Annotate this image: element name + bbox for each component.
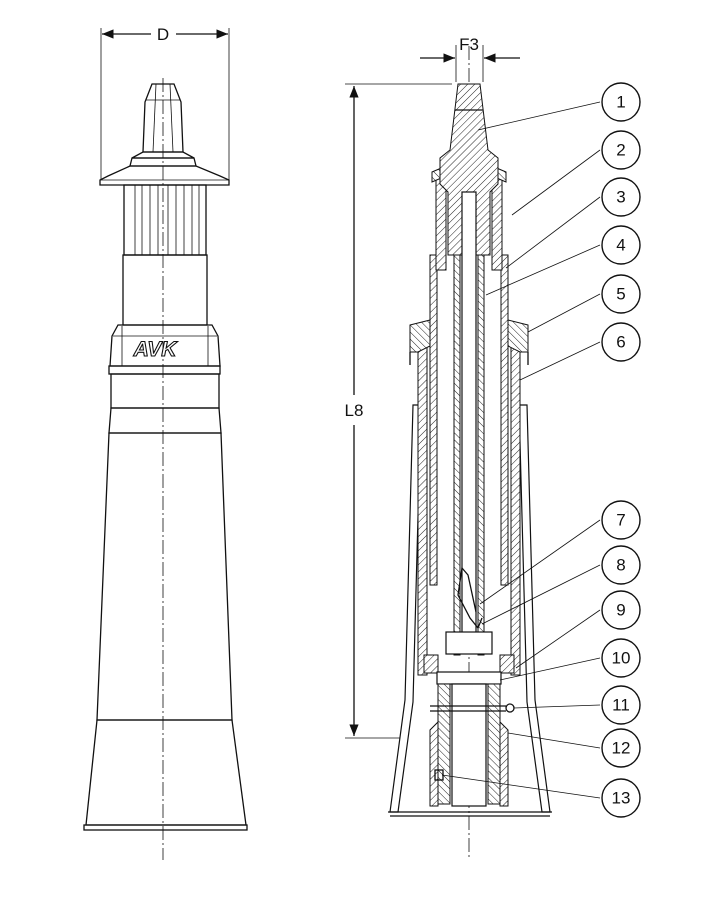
callout-7-label: 7: [616, 511, 625, 530]
callout-10: 10: [601, 638, 641, 678]
exterior-view: D AVK: [83, 25, 248, 860]
l8-dimension-label: L8: [345, 401, 364, 420]
callouts: 1 2 3 4 5 6 7 8 9 10 11 12 13: [601, 82, 641, 818]
callout-5-label: 5: [616, 285, 625, 304]
callout-12-label: 12: [612, 739, 631, 758]
callout-7: 7: [601, 500, 641, 540]
callout-8-label: 8: [616, 556, 625, 575]
leader-lines: [441, 101, 601, 799]
callout-6-label: 6: [616, 333, 625, 352]
callout-11-label: 11: [612, 696, 630, 715]
f3-dimension-label: F3: [459, 35, 479, 54]
callout-12: 12: [601, 728, 641, 768]
section-view: F3 L8: [345, 35, 601, 860]
callout-4: 4: [601, 225, 641, 265]
callout-9-label: 9: [616, 601, 625, 620]
callout-13: 13: [601, 778, 641, 818]
avk-logo: AVK: [133, 338, 179, 361]
callout-13-label: 13: [612, 789, 631, 808]
callout-3: 3: [601, 177, 641, 217]
callout-2: 2: [601, 130, 641, 170]
callout-6: 6: [601, 322, 641, 362]
d-dimension-label: D: [157, 25, 169, 44]
callout-1: 1: [601, 82, 641, 122]
callout-11: 11: [601, 685, 641, 725]
callout-4-label: 4: [616, 236, 625, 255]
callout-9: 9: [601, 590, 641, 630]
callout-8: 8: [601, 545, 641, 585]
callout-5: 5: [601, 274, 641, 314]
callout-3-label: 3: [616, 188, 625, 207]
callout-10-label: 10: [612, 649, 631, 668]
callout-2-label: 2: [616, 141, 625, 160]
callout-1-label: 1: [616, 93, 625, 112]
